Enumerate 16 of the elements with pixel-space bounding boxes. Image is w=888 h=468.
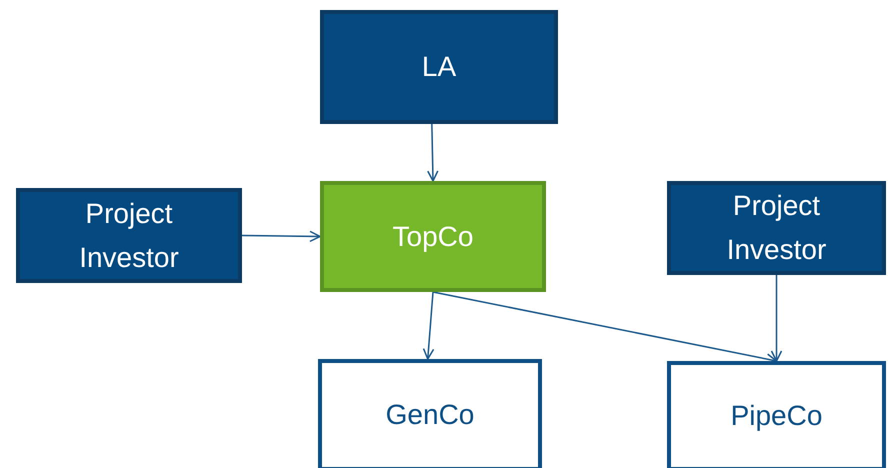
arrow: [242, 230, 321, 242]
highlight-box: [320, 181, 546, 292]
dark-box: [16, 188, 242, 283]
outlined-box: [667, 361, 886, 468]
dark-box: [667, 181, 886, 275]
node-label: Project Investor: [78, 196, 180, 274]
arrow: [770, 275, 782, 362]
arrow: [427, 124, 439, 182]
arrow: [422, 292, 434, 360]
outlined-box: [318, 359, 542, 468]
dark-box: [320, 10, 558, 124]
node-label: PipeCo: [730, 399, 822, 433]
node-label: TopCo: [392, 220, 474, 254]
node-label: Project Investor: [726, 189, 828, 267]
node-label: LA: [422, 50, 456, 84]
node-label: GenCo: [386, 398, 474, 432]
